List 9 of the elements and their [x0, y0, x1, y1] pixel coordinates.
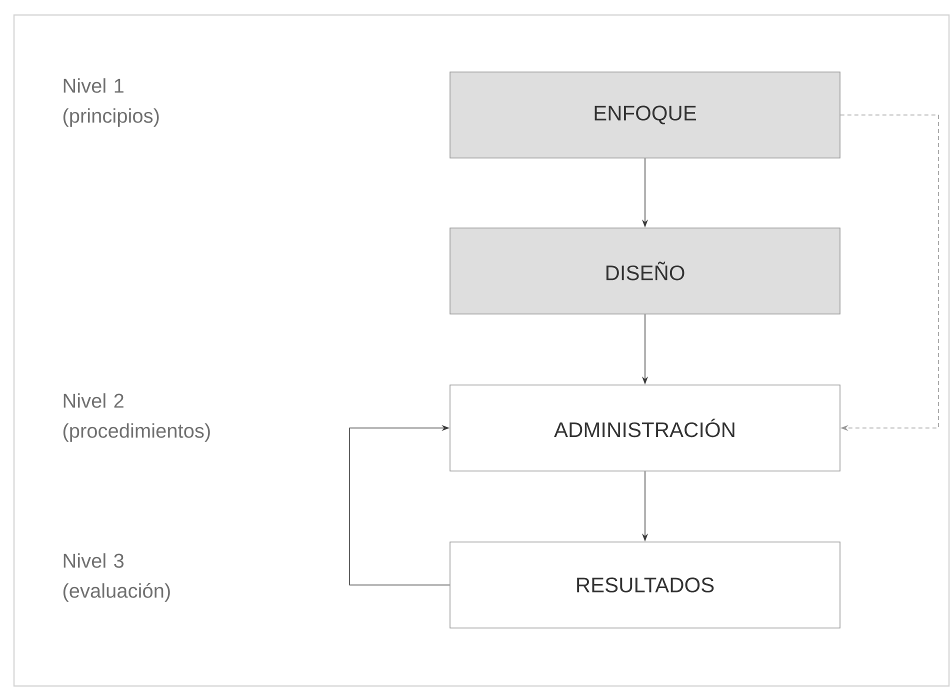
process-box: ENFOQUE [450, 72, 840, 158]
process-box: RESULTADOS [450, 542, 840, 628]
arrow [840, 114, 939, 432]
arrow [349, 424, 450, 586]
level-label: Nivel 3 (evaluación) [63, 553, 170, 602]
process-box: ADMINISTRACIÓN [450, 384, 840, 472]
level-label: Nivel 2 (procedimientos) [63, 393, 210, 442]
level-label: Nivel 1 (principios) [63, 78, 159, 127]
process-box: DISEÑO [450, 228, 840, 314]
